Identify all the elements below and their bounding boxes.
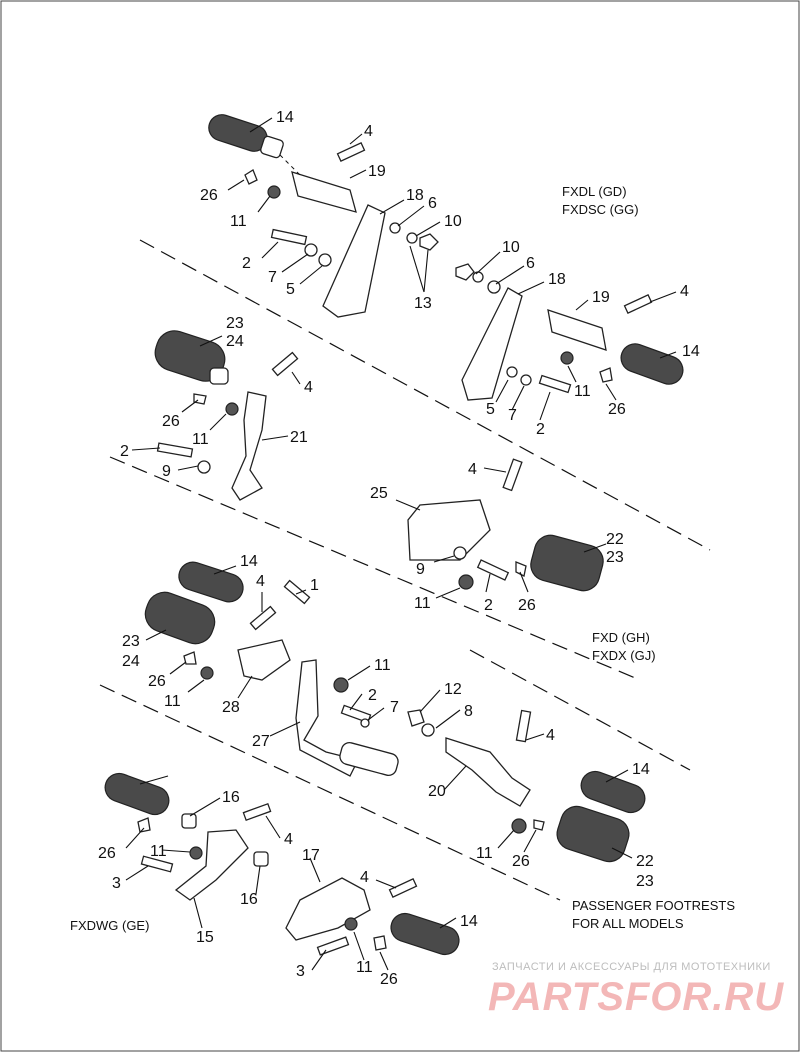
callout: 4 bbox=[360, 869, 369, 886]
fxd-footpeg-assembly bbox=[144, 561, 532, 807]
callout: 17 bbox=[302, 847, 320, 864]
callout: 5 bbox=[486, 401, 495, 418]
callout: 4 bbox=[468, 461, 477, 478]
callout: 7 bbox=[508, 407, 517, 424]
callout: 6 bbox=[526, 255, 535, 272]
callout: 11 bbox=[356, 959, 373, 976]
caption-passenger-2: FOR ALL MODELS bbox=[572, 916, 684, 931]
callout: 8 bbox=[464, 703, 473, 720]
callout: 25 bbox=[370, 485, 388, 502]
callout: 18 bbox=[406, 187, 424, 204]
callout: 6 bbox=[428, 195, 437, 212]
callout: 11 bbox=[574, 383, 591, 400]
callout: 11 bbox=[476, 845, 493, 862]
caption-fxdl: FXDL (GD) bbox=[562, 184, 627, 199]
caption-fxdsc: FXDSC (GG) bbox=[562, 202, 639, 217]
mid-right-footboard-assembly bbox=[407, 458, 604, 592]
callout: 12 bbox=[444, 681, 462, 698]
leader-lines bbox=[125, 117, 677, 971]
callout: 26 bbox=[512, 853, 530, 870]
callout: 23 bbox=[226, 315, 244, 332]
divider-1 bbox=[139, 239, 711, 551]
callout: 5 bbox=[286, 281, 295, 298]
callout: 22 bbox=[606, 531, 624, 548]
callout: 3 bbox=[112, 875, 121, 892]
mid-left-footboard-assembly bbox=[154, 330, 299, 501]
divider-3 bbox=[99, 684, 561, 901]
callout: 11 bbox=[150, 843, 167, 860]
callout: 14 bbox=[240, 553, 258, 570]
watermark-logo: PARTSFOR.RU bbox=[488, 975, 784, 1019]
callout: 26 bbox=[518, 597, 536, 614]
callout: 18 bbox=[548, 271, 566, 288]
callout-numbers: 14 4 19 26 11 18 6 10 2 7 5 13 10 6 18 1… bbox=[98, 109, 700, 988]
callout: 28 bbox=[222, 699, 240, 716]
callout: 14 bbox=[460, 913, 478, 930]
callout: 26 bbox=[162, 413, 180, 430]
watermark-tagline: ЗАПЧАСТИ И АКСЕССУАРЫ ДЛЯ МОТОТЕХНИКИ bbox=[492, 961, 771, 973]
callout: 4 bbox=[284, 831, 293, 848]
callout: 22 bbox=[636, 853, 654, 870]
callout: 4 bbox=[546, 727, 555, 744]
divider-4 bbox=[469, 649, 691, 771]
callout: 9 bbox=[162, 463, 171, 480]
callout: 11 bbox=[414, 595, 431, 612]
top-left-footpeg-assembly bbox=[208, 114, 439, 318]
callout: 26 bbox=[380, 971, 398, 988]
callout: 23 bbox=[606, 549, 624, 566]
callout: 2 bbox=[536, 421, 545, 438]
callout: 14 bbox=[276, 109, 294, 126]
callout: 19 bbox=[592, 289, 610, 306]
caption-fxdx: FXDX (GJ) bbox=[592, 648, 656, 663]
watermark: ЗАПЧАСТИ И АКСЕССУАРЫ ДЛЯ МОТОТЕХНИКИ PA… bbox=[488, 961, 784, 1019]
callout: 16 bbox=[222, 789, 240, 806]
callout: 14 bbox=[682, 343, 700, 360]
callout: 15 bbox=[196, 929, 214, 946]
callout: 10 bbox=[502, 239, 520, 256]
callout: 26 bbox=[148, 673, 166, 690]
callout: 10 bbox=[444, 213, 462, 230]
callout: 11 bbox=[230, 213, 247, 230]
callout: 26 bbox=[608, 401, 626, 418]
caption-passenger-1: PASSENGER FOOTRESTS bbox=[572, 898, 735, 913]
callout: 11 bbox=[164, 693, 181, 710]
callout: 7 bbox=[268, 269, 277, 286]
callout: 4 bbox=[680, 283, 689, 300]
callout: 24 bbox=[226, 333, 244, 350]
callout: 7 bbox=[390, 699, 399, 716]
caption-fxd: FXD (GH) bbox=[592, 630, 650, 645]
callout: 23 bbox=[122, 633, 140, 650]
callout: 13 bbox=[414, 295, 432, 312]
callout: 9 bbox=[416, 561, 425, 578]
callout: 2 bbox=[242, 255, 251, 272]
callout: 27 bbox=[252, 733, 270, 750]
callout: 3 bbox=[296, 963, 305, 980]
callout: 4 bbox=[364, 123, 373, 140]
callout: 2 bbox=[484, 597, 493, 614]
fxdwg-assembly bbox=[104, 772, 460, 956]
callout: 21 bbox=[290, 429, 308, 446]
callout: 26 bbox=[200, 187, 218, 204]
callout: 2 bbox=[120, 443, 129, 460]
callout: 14 bbox=[632, 761, 650, 778]
callout: 2 bbox=[368, 687, 377, 704]
callout: 20 bbox=[428, 783, 446, 800]
callout: 26 bbox=[98, 845, 116, 862]
top-right-footpeg-assembly bbox=[455, 263, 684, 401]
callout: 24 bbox=[122, 653, 140, 670]
callout: 16 bbox=[240, 891, 258, 908]
callout: 19 bbox=[368, 163, 386, 180]
caption-fxdwg: FXDWG (GE) bbox=[70, 918, 149, 933]
callout: 11 bbox=[192, 431, 209, 448]
section-captions: FXDL (GD) FXDSC (GG) FXD (GH) FXDX (GJ) … bbox=[70, 184, 735, 933]
callout: 23 bbox=[636, 873, 654, 890]
callout: 1 bbox=[310, 577, 319, 594]
fxd-passenger-assembly bbox=[511, 770, 646, 863]
callout: 11 bbox=[374, 657, 391, 674]
callout: 4 bbox=[304, 379, 313, 396]
callout: 4 bbox=[256, 573, 265, 590]
